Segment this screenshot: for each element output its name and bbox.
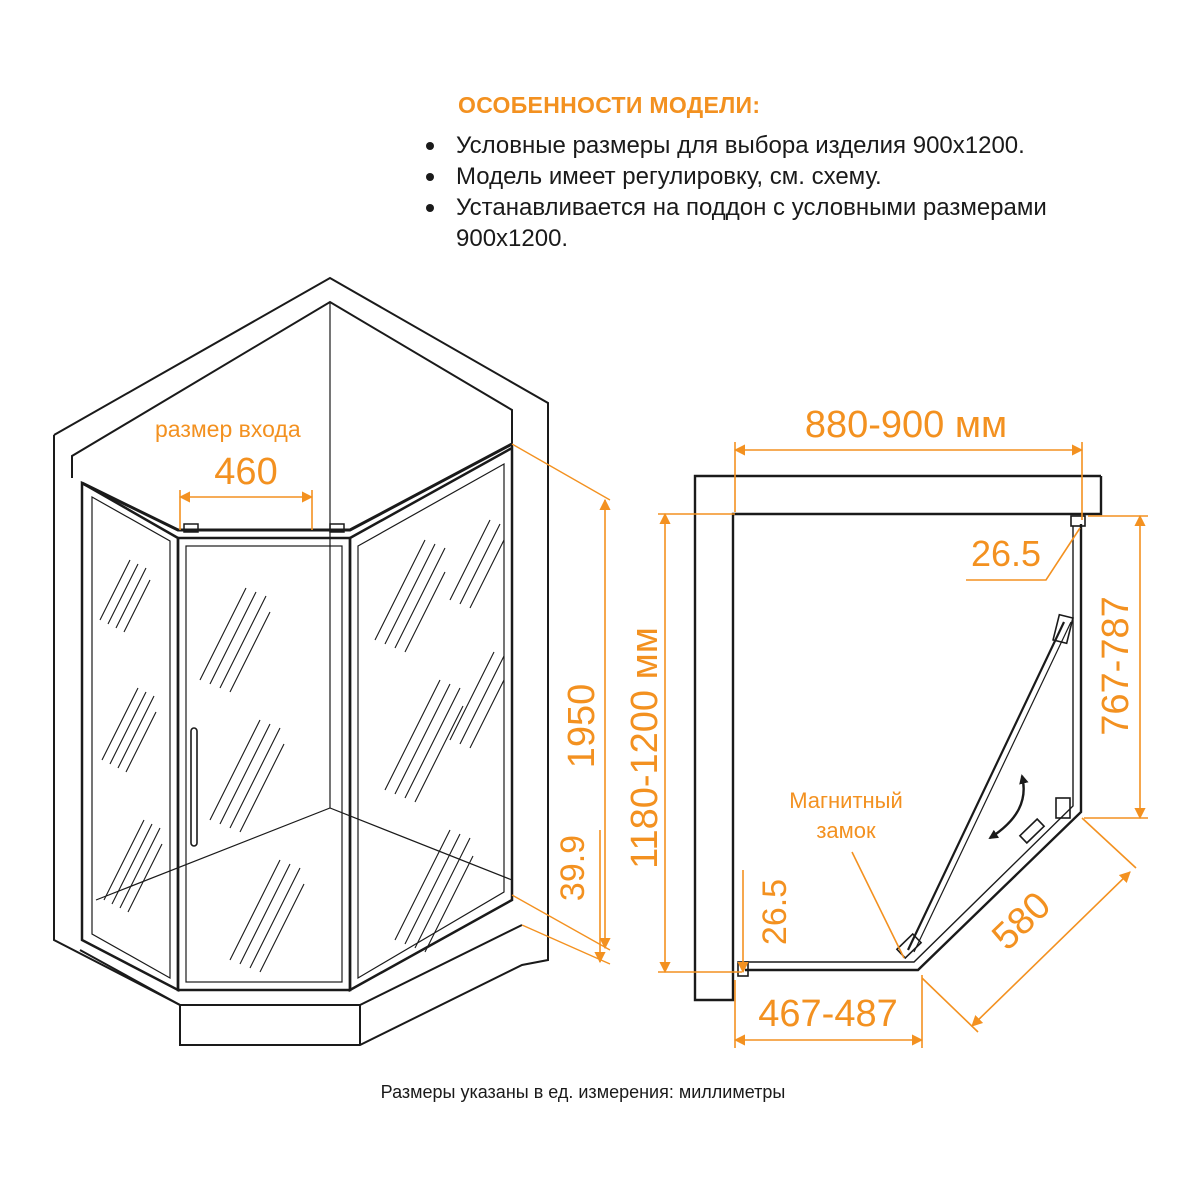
left-panel-glass [91,495,171,980]
diagonal-ext [921,977,979,1033]
glass-reflections [99,519,505,973]
bottom-offset-value: 26.5 [756,879,794,945]
door-panel [176,536,352,992]
units-note: Размеры указаны в ед. измерения: миллиме… [380,1082,786,1102]
depth-range-value: 1180-1200 мм [624,627,666,869]
door-glass [185,545,343,983]
hinge [1055,797,1071,819]
top-offset-value: 26.5 [971,533,1041,574]
width-range-value: 880-900 мм [805,404,1007,446]
features-title: ОСОБЕННОСТИ МОДЕЛИ: [458,92,761,118]
height-value: 1950 [561,684,603,769]
hinge [1018,817,1046,845]
hinge [1052,613,1074,645]
rail-clamp [183,523,199,533]
door-open-position [907,621,1065,951]
lock-label-line1: Магнитный [789,788,903,813]
entry-size-label: размер входа [155,416,301,442]
rail-clamp [329,523,345,533]
adjustment-arrow [988,774,1029,840]
feature-item: Условные размеры для выбора изделия 900x… [422,130,1156,161]
lock-leader [851,851,905,959]
right-panel-glass [357,462,505,980]
door-handle [190,727,198,847]
right-side-value: 767-787 [1095,596,1137,735]
entry-width-value: 460 [214,451,277,493]
tray-top [79,924,523,1006]
plan-wall-outline [693,474,1103,1002]
features-list: Условные размеры для выбора изделия 900x… [422,130,1156,254]
diagonal-ext [1081,817,1137,869]
tray-height-value: 39.9 [554,835,592,901]
top-offset-leader [966,527,1081,581]
iso-dimensions [178,490,611,964]
plan-dimensions [658,442,1148,1048]
bottom-range-value: 467-487 [758,993,897,1035]
feature-item: Устанавливается на поддон с условными ра… [422,192,1156,254]
lock-label-line2: замок [816,818,876,843]
top-rail [81,442,513,532]
wall-inner-edge [71,300,513,478]
wall-outline [53,276,549,1046]
floor-line [95,807,513,901]
right-panel [348,445,514,993]
feature-item: Модель имеет регулировку, см. схему. [422,161,1156,192]
diagonal-dim-line [971,871,1131,1027]
top-profile-clamp [1070,515,1086,527]
left-panel [80,480,180,993]
iso-view [53,276,611,1046]
